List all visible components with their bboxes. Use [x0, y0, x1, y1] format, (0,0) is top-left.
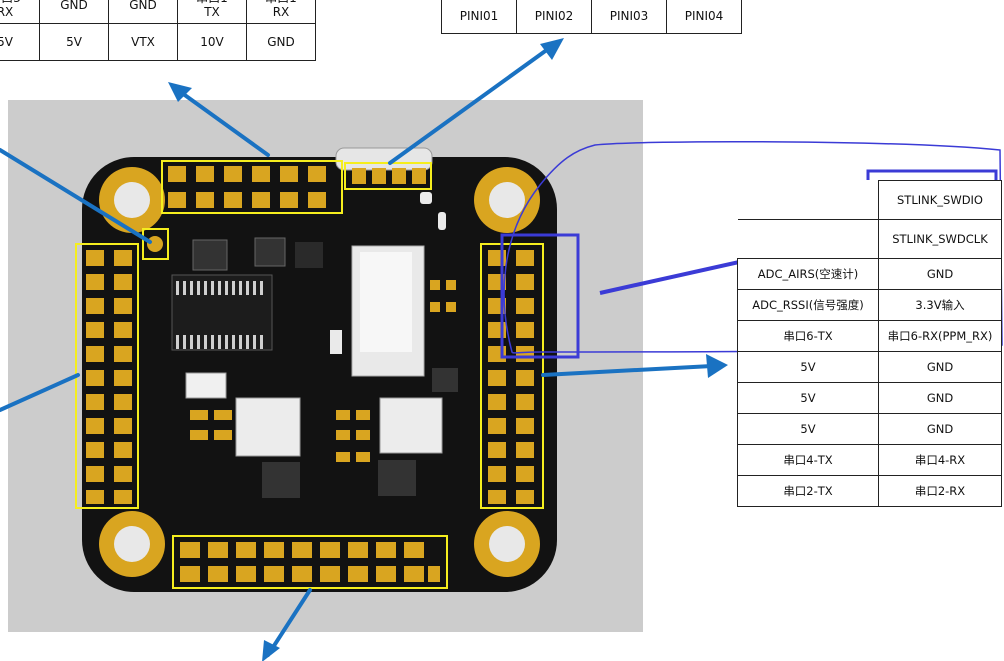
table-row: 串口6-TX 串口6-RX(PPM_RX) [737, 320, 1002, 352]
usb-connector [335, 147, 433, 171]
arrow-left-lower [0, 373, 80, 412]
table-row: 5V GND [737, 351, 1002, 383]
pin-cell: 5V [39, 23, 109, 61]
crystal [185, 372, 227, 399]
component [330, 330, 342, 354]
mounting-holes [99, 167, 540, 577]
freehand-loop [503, 140, 1003, 354]
chip [432, 368, 458, 392]
arrow-right [541, 364, 714, 377]
arrow-top-left [173, 86, 270, 157]
pin-cell: 5V [737, 351, 879, 383]
pin-cell: ADC_RSSI(信号强度) [737, 289, 879, 321]
pin-cell: GND [878, 382, 1002, 414]
pin-cell: 串口2-RX [878, 475, 1002, 507]
pin-cell: 3.3V输入 [878, 289, 1002, 321]
led [438, 212, 446, 230]
pin-cell [737, 180, 879, 220]
inductor [235, 397, 301, 457]
pin-cell: 串口2-TX [737, 475, 879, 507]
chip [295, 242, 323, 268]
pin-cell: ADC_AIRS(空速计) [737, 258, 879, 290]
chip [254, 237, 286, 267]
bottom-pad-highlight [172, 535, 448, 589]
table-row: STLINK_SWDCLK [737, 219, 1002, 259]
pin-cell: GND [878, 351, 1002, 383]
pin-cell: 串口1 TX [177, 0, 247, 24]
top-pad-group [168, 166, 426, 208]
pin-cell [737, 219, 879, 259]
pin-cell: 10V [177, 23, 247, 61]
right-pin-table: STLINK_SWDIO STLINK_SWDCLK ADC_AIRS(空速计)… [737, 180, 1002, 507]
pin-cell: GND [878, 413, 1002, 445]
top-right-pin-table: PINI01 PINI02 PINI03 PINI04 [441, 0, 742, 34]
pin-cell: 5V [737, 382, 879, 414]
pin-cell: 串口4-TX [737, 444, 879, 476]
table-row: ADC_RSSI(信号强度) 3.3V输入 [737, 289, 1002, 321]
pin-cell: STLINK_SWDCLK [878, 219, 1002, 259]
top-pad-highlight [161, 160, 343, 214]
table-row: PINI01 PINI02 PINI03 PINI04 [441, 0, 742, 34]
pin-cell: PINI02 [516, 0, 592, 34]
arrow-top-right [388, 42, 557, 165]
top-left-pin-table: 串口3 RX GND GND 串口1 TX 串口1 RX 5V 5V VTX 1… [0, 0, 316, 61]
pin-cell: PINI04 [666, 0, 742, 34]
table-row: ADC_AIRS(空速计) GND [737, 258, 1002, 290]
table-row: 5V GND [737, 382, 1002, 414]
bottom-pad-group [180, 542, 440, 582]
pin-cell: PINI03 [591, 0, 667, 34]
left-pad-group [86, 250, 132, 504]
pin-cell: GND [39, 0, 109, 24]
inductor [379, 397, 443, 454]
table-row: 5V 5V VTX 10V GND [0, 23, 316, 61]
pin-cell: VTX [108, 23, 178, 61]
pin-cell: GND [246, 23, 316, 61]
pin-cell: 串口6-RX(PPM_RX) [878, 320, 1002, 352]
table-row: 串口2-TX 串口2-RX [737, 475, 1002, 507]
pin-cell: STLINK_SWDIO [878, 180, 1002, 220]
table-row: 串口4-TX 串口4-RX [737, 444, 1002, 476]
pin-cell: 串口6-TX [737, 320, 879, 352]
microcontroller-chip [171, 274, 273, 351]
pin-cell: 5V [737, 413, 879, 445]
pin-cell: 串口4-RX [878, 444, 1002, 476]
chip [192, 239, 228, 271]
arrow-left-upper [0, 148, 152, 244]
small-pad-highlight [142, 228, 169, 260]
table-row: 串口3 RX GND GND 串口1 TX 串口1 RX [0, 0, 316, 24]
led [420, 192, 432, 204]
pad-selection-box [500, 233, 580, 359]
chip [262, 462, 300, 498]
table-row: STLINK_SWDIO [737, 180, 1002, 220]
arrow-bottom [266, 588, 312, 657]
chip [378, 460, 416, 496]
callout-arrows [0, 38, 728, 661]
table-row: 5V GND [737, 413, 1002, 445]
board-components [171, 192, 458, 498]
pin-cell: 串口3 RX [0, 0, 40, 24]
pin-cell: GND [878, 258, 1002, 290]
